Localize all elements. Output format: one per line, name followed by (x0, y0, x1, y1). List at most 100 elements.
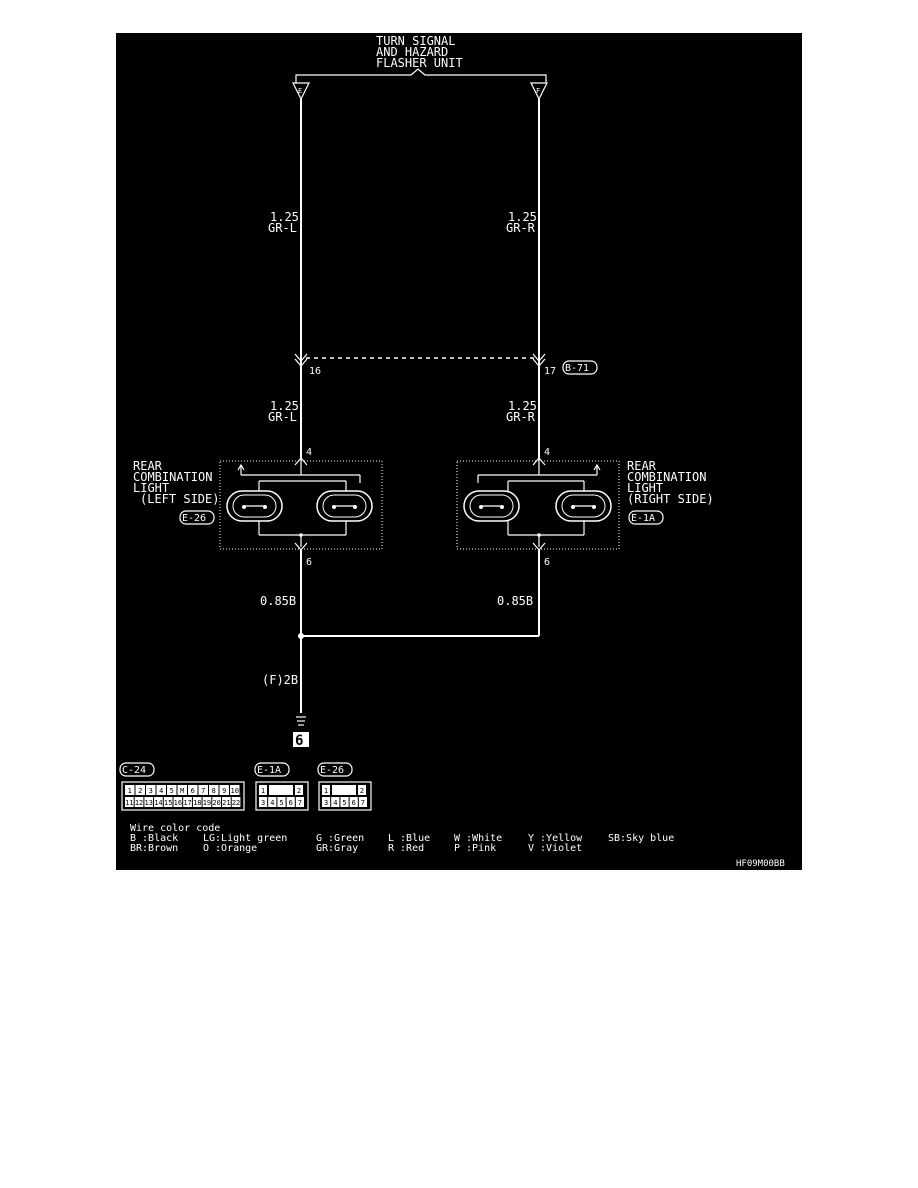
left-pin-16: 16 (309, 366, 321, 377)
c24-pin: 12 (135, 799, 143, 807)
c24-pin-cell (212, 797, 221, 807)
c24-pin: 9 (222, 787, 226, 795)
connector-b71-badge (562, 360, 598, 375)
c24-pin: 5 (170, 787, 174, 795)
c24-pin-cell (167, 785, 177, 795)
color-code-entry: LG:Light green (203, 833, 287, 844)
right-light-label-line2: COMBINATION (627, 470, 706, 484)
e26-pin-cell (322, 785, 330, 795)
c24-pin-cell (125, 797, 134, 807)
color-code-entry: Y :Yellow (528, 833, 583, 844)
right-light-label-line4: (RIGHT SIDE) (627, 492, 714, 506)
c24-pin-cell (154, 797, 163, 807)
svg-text:E-26: E-26 (320, 765, 344, 776)
c24-pin: 22 (232, 799, 240, 807)
c24-pin: 3 (149, 787, 153, 795)
e1a-pin-cell (259, 797, 268, 807)
e26-pin: 7 (361, 799, 365, 807)
e26-lock-cell (332, 785, 356, 795)
c24-pin-cell (177, 785, 187, 795)
right-light-label-line3: LIGHT (627, 481, 663, 495)
c24-pin-cell (222, 797, 231, 807)
ground-junction-dot (298, 633, 304, 639)
c24-pin-cell (183, 797, 192, 807)
c24-pin-cell (156, 785, 166, 795)
c24-pin: 2 (138, 787, 142, 795)
e1a-pin-cell (295, 797, 304, 807)
left-light-label-line1: REAR (133, 459, 163, 473)
ground-point-number: 6 (295, 733, 303, 749)
left-light-label-line4: (LEFT SIDE) (140, 492, 219, 506)
color-code-title: Wire color code (130, 823, 220, 834)
flasher-unit-title-line3: FLASHER UNIT (376, 56, 463, 70)
c24-pin: 15 (164, 799, 172, 807)
c24-pin-cell (202, 797, 212, 807)
right-upper-wire-color: GR-R (506, 221, 536, 235)
color-code-entry: O :Orange (203, 843, 257, 854)
flasher-unit-bracket (295, 68, 547, 83)
color-code-entry: L :Blue (388, 833, 430, 844)
flasher-unit-title-line2: AND HAZARD (376, 45, 448, 59)
right-lower-wire-size: 1.25 (508, 399, 537, 413)
c24-pin: 17 (183, 799, 191, 807)
c24-pin: 6 (191, 787, 195, 795)
c24-pin-cell (209, 785, 219, 795)
common-ground-wire-label: (F)2B (262, 673, 298, 687)
color-code-entry: R :Red (388, 843, 424, 854)
svg-text:E-1A: E-1A (257, 765, 281, 776)
right-lower-wire-color: GR-R (506, 410, 536, 424)
c24-pin-cell (125, 785, 135, 795)
c24-pin-cell (173, 797, 183, 807)
e1a-pin-cell (259, 785, 267, 795)
right-upper-wire-size: 1.25 (508, 210, 537, 224)
c24-pin: 10 (231, 787, 239, 795)
flasher-terminal-left: E (292, 82, 310, 101)
left-rear-combination-light (219, 457, 383, 550)
wiring-diagram: TURN SIGNAL AND HAZARD FLASHER UNIT E F … (116, 33, 802, 870)
e1a-pin: 2 (297, 787, 301, 795)
e26-pin: 2 (360, 787, 364, 795)
c24-pin-cell (144, 797, 154, 807)
e26-pin: 3 (324, 799, 328, 807)
e26-pin-cell (331, 797, 340, 807)
c24-pin: 11 (125, 799, 133, 807)
c24-pin-cell (135, 785, 145, 795)
c24-pin: 19 (203, 799, 211, 807)
c24-pin: 20 (212, 799, 220, 807)
e1a-pin: 5 (279, 799, 283, 807)
c24-pin: 8 (212, 787, 216, 795)
c24-pin-cell (188, 785, 198, 795)
e1a-pin: 6 (289, 799, 293, 807)
svg-text:F: F (536, 87, 540, 95)
e26-pin: 6 (352, 799, 356, 807)
e1a-pin-cell (295, 785, 303, 795)
e1a-pin: 3 (261, 799, 265, 807)
e26-pin-cell (322, 797, 331, 807)
c24-pin: 16 (174, 799, 182, 807)
color-code-entry: G :Green (316, 833, 364, 844)
figure-code: HF09M00BB (736, 859, 785, 869)
c24-pin: M (180, 787, 184, 795)
c24-pin: 1 (128, 787, 132, 795)
e26-pin: 4 (333, 799, 337, 807)
c24-pin: 14 (154, 799, 162, 807)
c24-pin: 13 (145, 799, 153, 807)
e1a-pin: 4 (270, 799, 274, 807)
e1a-pin-cell (268, 797, 277, 807)
c24-pin: 18 (193, 799, 201, 807)
flasher-unit-title-line1: TURN SIGNAL (376, 34, 455, 48)
color-code-entry: GR:Gray (316, 843, 358, 854)
intermediate-connector (294, 353, 546, 367)
e26-pin-cell (358, 797, 367, 807)
right-light-pin-out: 6 (544, 557, 550, 568)
right-light-label-line1: REAR (627, 459, 657, 473)
c24-pin-cell (146, 785, 156, 795)
left-light-pin-out: 6 (306, 557, 312, 568)
right-light-pin-in: 4 (544, 447, 550, 458)
left-light-label-line2: COMBINATION (133, 470, 212, 484)
e26-pin: 5 (342, 799, 346, 807)
